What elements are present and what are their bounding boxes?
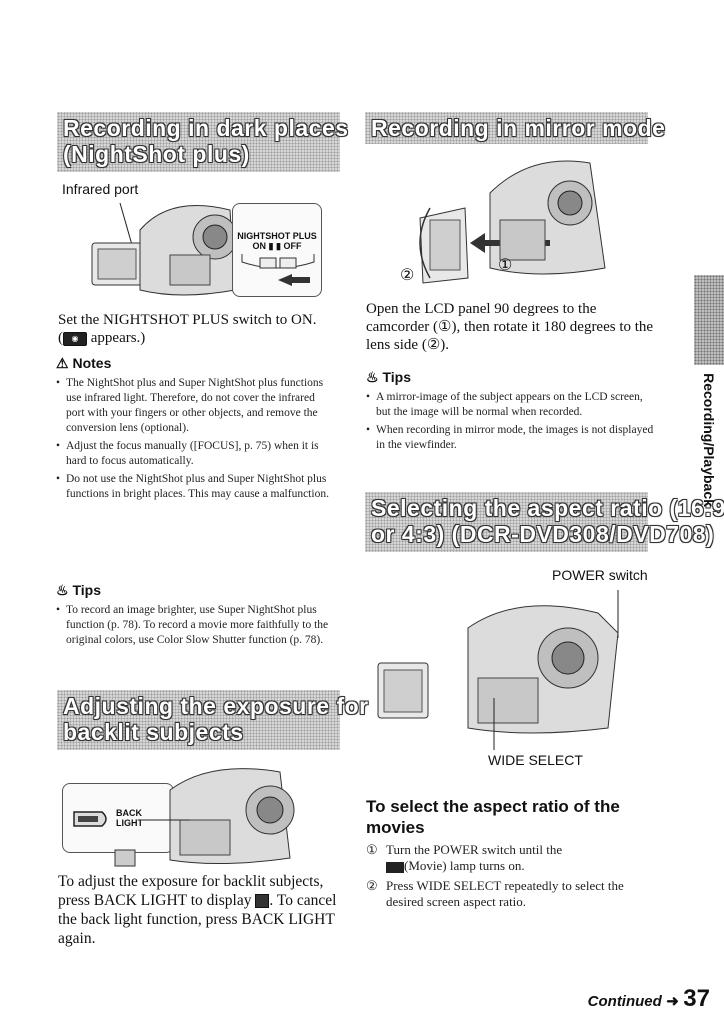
banner-line: Recording in dark places bbox=[63, 115, 349, 141]
side-tab-text: Recording/Playback bbox=[701, 373, 717, 507]
camcorder-aspect-illustration bbox=[377, 590, 619, 750]
backlight-indicator-icon bbox=[255, 894, 270, 909]
tips-list: To record an image brighter, use Super N… bbox=[56, 603, 334, 648]
movie-lamp-icon bbox=[386, 861, 404, 873]
switch-label-name: NIGHTSHOT PLUS bbox=[237, 231, 317, 241]
tips-heading-row: ♨ Tips bbox=[366, 369, 656, 386]
wide-select-label: WIDE SELECT bbox=[488, 752, 583, 768]
tips-section-left: ♨ Tips To record an image brighter, use … bbox=[56, 582, 334, 651]
list-item: Adjust the focus manually ([FOCUS], p. 7… bbox=[56, 439, 334, 469]
camcorder-backlight-illustration bbox=[114, 768, 295, 867]
switch-label-positions: ON ▮ ▮ OFF bbox=[252, 241, 302, 251]
nightshot-indicator-icon: ◉ bbox=[63, 331, 87, 346]
switch-off-label: OFF bbox=[283, 241, 302, 251]
list-item: A mirror-image of the subject appears on… bbox=[366, 390, 656, 420]
list-item: When recording in mirror mode, the image… bbox=[366, 423, 656, 453]
appears-line: (◉ appears.) bbox=[58, 330, 146, 346]
list-item: Do not use the NightShot plus and Super … bbox=[56, 472, 334, 502]
notes-icon: ⚠ bbox=[56, 355, 69, 371]
steps-list: ① Turn the POWER switch until the (Movie… bbox=[366, 842, 656, 910]
adjust-exposure-instruction: To adjust the exposure for backlit subje… bbox=[58, 872, 343, 948]
tips-list: A mirror-image of the subject appears on… bbox=[366, 390, 656, 453]
set-switch-text: Set the NIGHTSHOT PLUS switch to ON. bbox=[58, 312, 317, 328]
continued-arrow-icon: ➜ bbox=[666, 993, 679, 1010]
section-banner-mirror: Recording in mirror mode bbox=[365, 112, 666, 144]
notes-list: The NightShot plus and Super NightShot p… bbox=[56, 376, 334, 502]
step-number: ① bbox=[366, 842, 378, 857]
section-banner-backlight: Adjusting the exposure for backlit subje… bbox=[57, 690, 369, 750]
list-item: The NightShot plus and Super NightShot p… bbox=[56, 376, 334, 436]
banner-line: backlit subjects bbox=[63, 719, 244, 745]
continued-label: Continued bbox=[587, 993, 662, 1010]
step-text: Turn the POWER switch until the bbox=[386, 842, 563, 857]
step-number: ② bbox=[366, 878, 378, 893]
tips-heading-row: ♨ Tips bbox=[56, 582, 334, 599]
camcorder-mirror-illustration bbox=[419, 160, 606, 284]
back-light-label: BACK LIGHT bbox=[116, 808, 143, 828]
list-item: ② Press WIDE SELECT repeatedly to select… bbox=[366, 878, 656, 910]
adjust-text: To adjust the exposure for backlit subje… bbox=[58, 873, 324, 909]
infrared-port-label: Infrared port bbox=[62, 181, 139, 197]
tips-heading: Tips bbox=[72, 582, 101, 598]
select-aspect-heading: To select the aspect ratio of the movies bbox=[366, 797, 620, 837]
tips-section-right: ♨ Tips A mirror-image of the subject app… bbox=[366, 369, 656, 456]
page-footer: Continued ➜ 37 bbox=[540, 985, 710, 1013]
banner-line: Selecting the aspect ratio (16:9 bbox=[371, 495, 724, 521]
list-item: ① Turn the POWER switch until the (Movie… bbox=[366, 842, 656, 874]
marker-1: ① bbox=[498, 257, 513, 274]
banner-line: or 4:3) (DCR-DVD308/DVD708) bbox=[371, 521, 715, 547]
notes-heading-row: ⚠ Notes bbox=[56, 355, 334, 372]
mirror-instruction: Open the LCD panel 90 degrees to the cam… bbox=[366, 301, 654, 353]
switch-slider-icon bbox=[241, 254, 315, 286]
step-text: Press WIDE SELECT repeatedly to select t… bbox=[386, 878, 624, 909]
back-light-button-icon bbox=[73, 811, 107, 827]
camcorder-nightshot-illustration bbox=[91, 202, 238, 296]
marker-2: ② bbox=[400, 267, 415, 284]
banner-line: Recording in mirror mode bbox=[371, 115, 666, 141]
list-item: To record an image brighter, use Super N… bbox=[56, 603, 334, 648]
back-light-callout bbox=[62, 783, 174, 853]
notes-section: ⚠ Notes The NightShot plus and Super Nig… bbox=[56, 355, 334, 505]
set-switch-instruction: Set the NIGHTSHOT PLUS switch to ON. (◉ … bbox=[58, 311, 333, 347]
section-banner-nightshot: Recording in dark places (NightShot plus… bbox=[57, 112, 349, 172]
section-banner-aspect-ratio: Selecting the aspect ratio (16:9 or 4:3)… bbox=[365, 492, 724, 552]
tips-icon: ♨ bbox=[366, 369, 379, 385]
step-text-cont: (Movie) lamp turns on. bbox=[404, 858, 525, 873]
switch-callout bbox=[232, 203, 322, 297]
side-tab-marker bbox=[694, 275, 724, 365]
back-light-label-line: BACK bbox=[116, 808, 142, 818]
notes-heading: Notes bbox=[72, 355, 112, 371]
power-switch-label: POWER switch bbox=[552, 567, 648, 583]
switch-on-label: ON bbox=[252, 241, 267, 251]
tips-heading: Tips bbox=[382, 369, 411, 385]
tips-icon: ♨ bbox=[56, 582, 69, 598]
back-light-label-line: LIGHT bbox=[116, 818, 143, 828]
adjust-text-end: . To cancel the back light function, pre… bbox=[58, 892, 337, 947]
switch-label: NIGHTSHOT PLUS ON ▮ ▮ OFF bbox=[236, 231, 318, 251]
banner-line: Adjusting the exposure for bbox=[63, 693, 369, 719]
appears-text: appears.) bbox=[90, 330, 146, 346]
banner-line: (NightShot plus) bbox=[63, 141, 250, 167]
side-tab-label: Recording/Playback bbox=[696, 373, 722, 507]
page-number: 37 bbox=[683, 985, 710, 1012]
